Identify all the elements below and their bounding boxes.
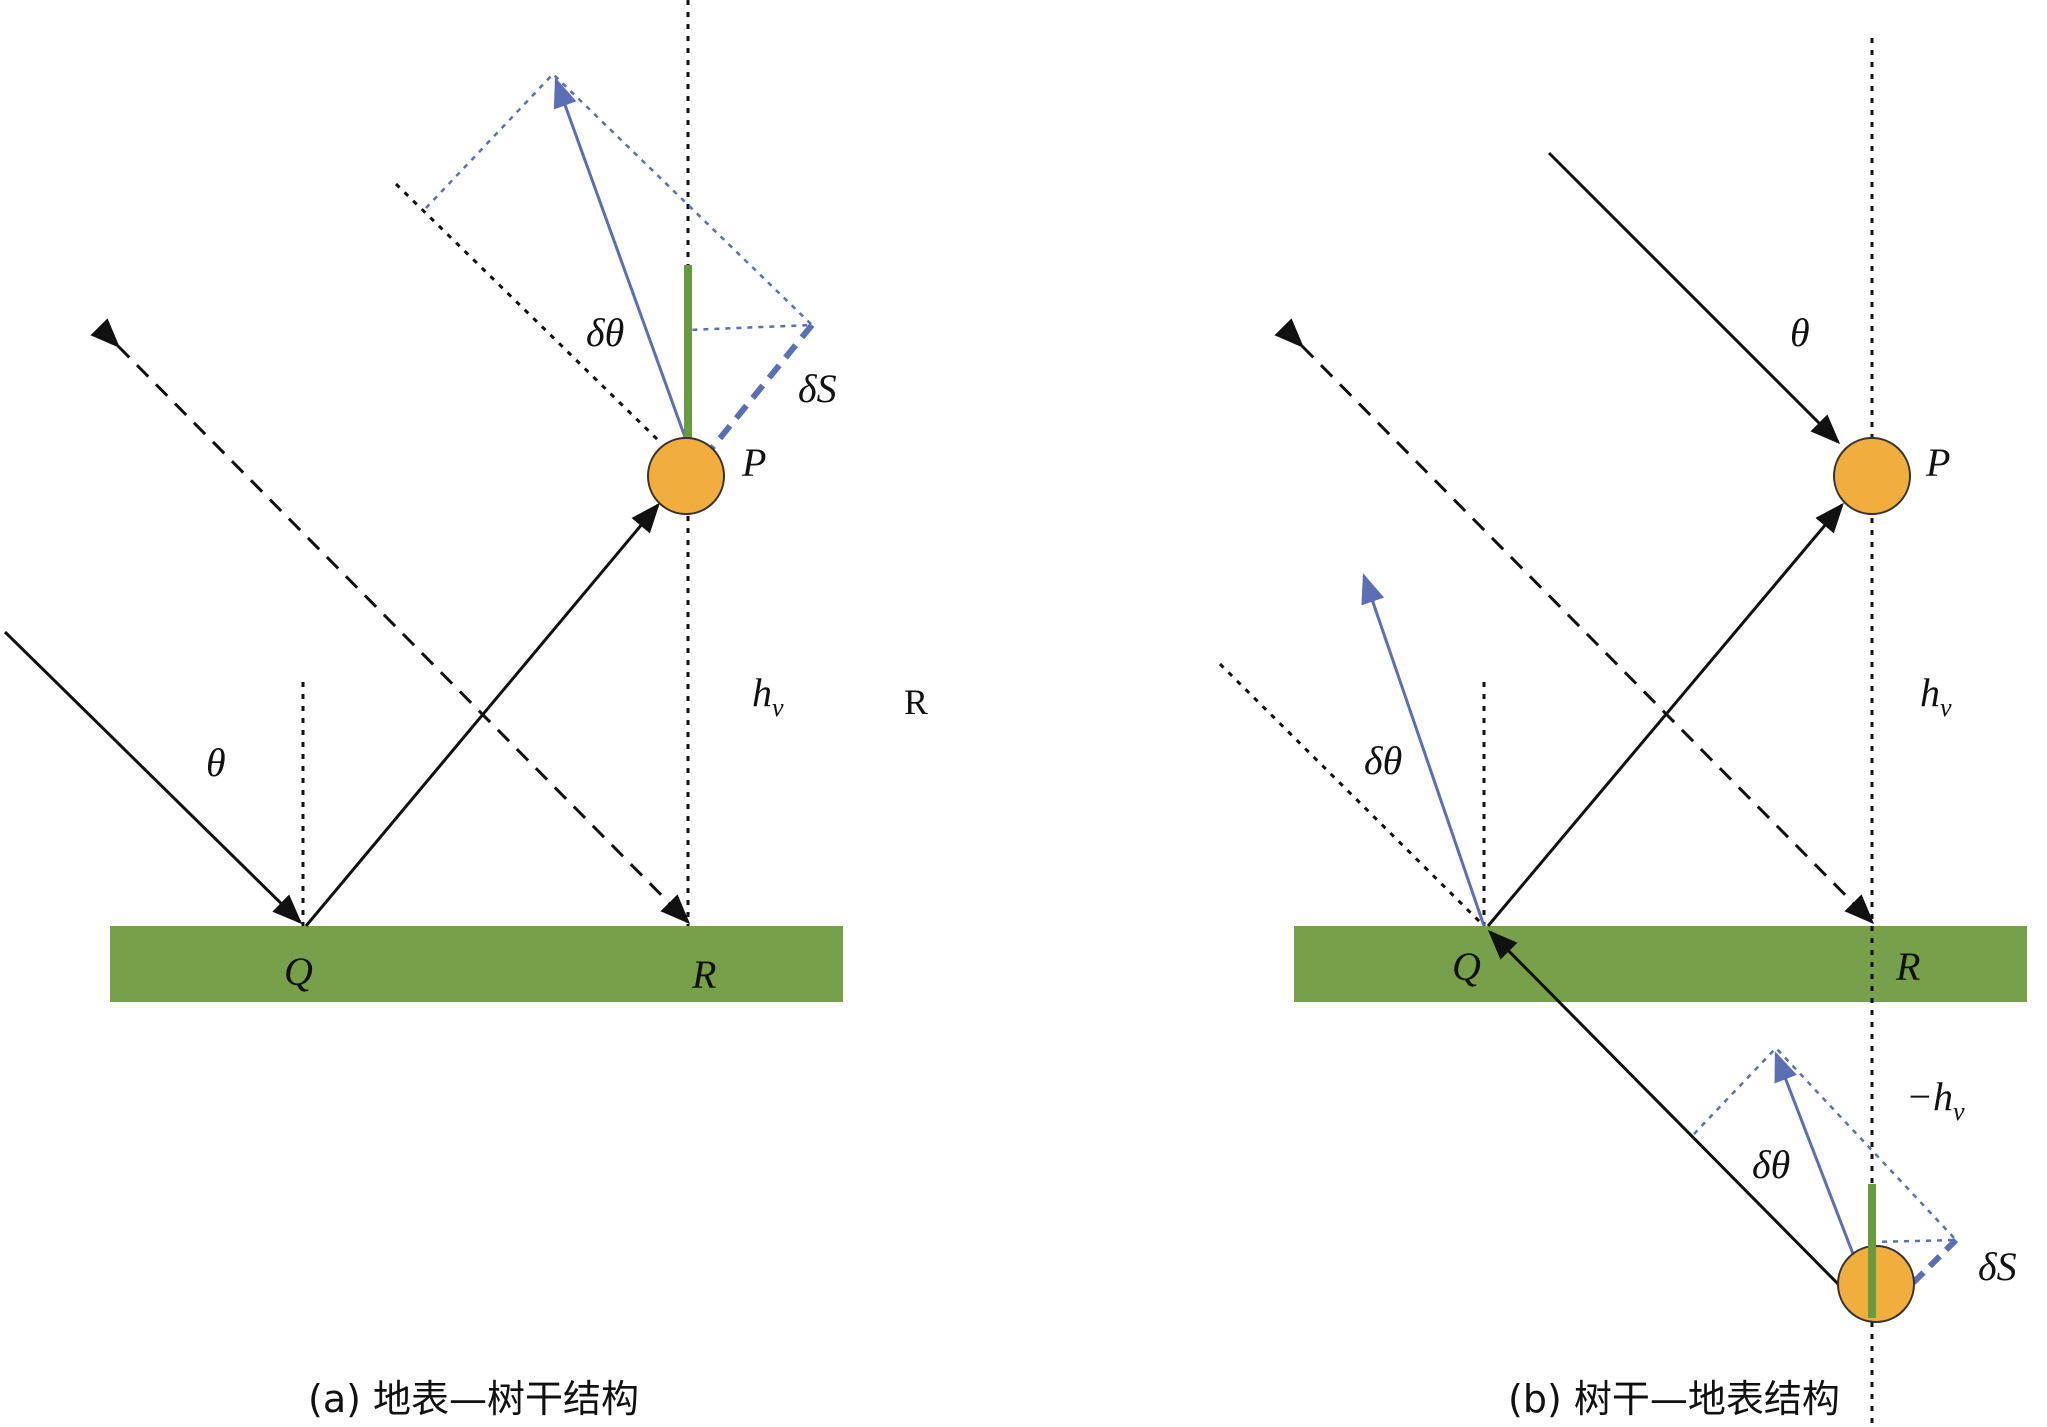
label-hv: hv bbox=[1920, 670, 1952, 722]
caption-b: (b) 树干—地表结构 bbox=[1508, 1377, 1840, 1421]
label-r: R bbox=[1895, 944, 1920, 989]
ray-q-to-p bbox=[1486, 502, 1844, 927]
label-q: Q bbox=[1452, 944, 1481, 989]
label-theta: θ bbox=[1790, 310, 1810, 355]
dotted-diagonal bbox=[394, 182, 662, 444]
dashed-path bbox=[90, 318, 691, 925]
label-p: P bbox=[741, 440, 766, 485]
label-ds: δS bbox=[798, 366, 837, 411]
panel-b: θ δθ δθ δS P Q R hv −hv (b) 树干—地表结构 bbox=[1218, 38, 2027, 1427]
delta-s-segment bbox=[709, 323, 815, 450]
label-dtheta-upper: δθ bbox=[1364, 738, 1402, 783]
incident-ray bbox=[3, 630, 303, 925]
blue-construction-lines bbox=[425, 72, 815, 332]
blue-scatter-arrow-image bbox=[1774, 1051, 1862, 1273]
panel-a: θ δθ δS P Q R hv R (a) 地表—树干结构 bbox=[3, 0, 928, 1421]
label-p: P bbox=[1925, 440, 1950, 485]
label-neg-hv: −hv bbox=[1906, 1074, 1965, 1126]
blue-scatter-arrow bbox=[553, 77, 688, 441]
label-hv: hv bbox=[752, 670, 784, 722]
incident-ray bbox=[1547, 151, 1841, 445]
dotted-diagonal bbox=[1218, 662, 1486, 928]
label-ds: δS bbox=[1978, 1244, 2017, 1289]
stray-label-r: R bbox=[904, 682, 928, 722]
blue-construction-lines bbox=[1693, 1046, 1959, 1244]
caption-a: (a) 地表—树干结构 bbox=[308, 1377, 639, 1421]
blue-scatter-arrow-q bbox=[1361, 573, 1486, 927]
ground-surface bbox=[110, 926, 843, 1002]
label-r: R bbox=[691, 952, 716, 997]
ray-image-to-q bbox=[1487, 929, 1846, 1292]
label-theta: θ bbox=[206, 740, 226, 785]
ground-surface bbox=[1294, 926, 2027, 1002]
scatterer-p bbox=[647, 437, 725, 515]
scatterer-p bbox=[1833, 437, 1911, 515]
label-dtheta: δθ bbox=[586, 310, 624, 355]
label-q: Q bbox=[284, 949, 313, 994]
label-dtheta-lower: δθ bbox=[1752, 1142, 1790, 1187]
dashed-path bbox=[1274, 318, 1875, 925]
